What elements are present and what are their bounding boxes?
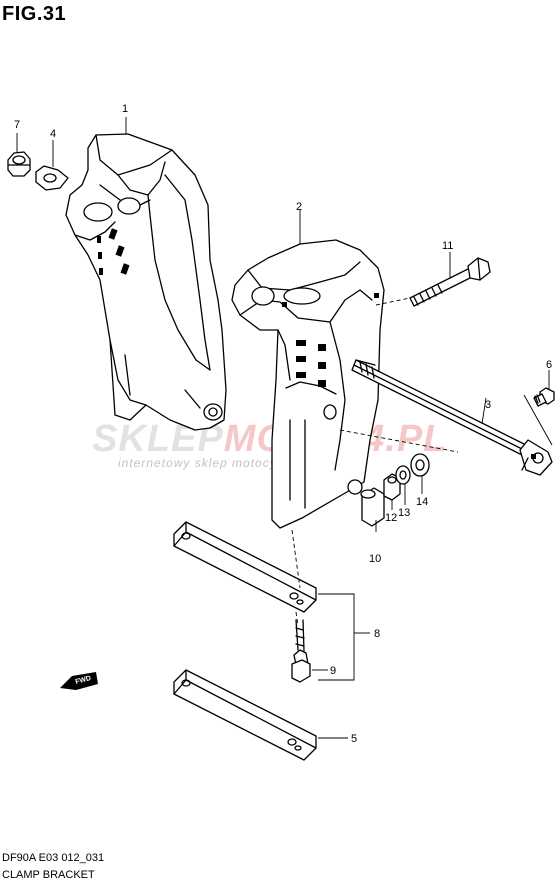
part-2-clamp-bracket-right[interactable] xyxy=(231,239,385,529)
fwd-direction-arrow: FWD xyxy=(60,672,98,690)
callout-2: 2 xyxy=(296,201,302,213)
callout-7: 7 xyxy=(14,119,20,131)
footer-model-code: DF90A E03 012_031 xyxy=(2,852,105,864)
callout-13: 13 xyxy=(398,507,410,519)
callout-12: 12 xyxy=(385,512,397,524)
footer-part-name: CLAMP BRACKET xyxy=(2,869,95,881)
part-14-washer[interactable] xyxy=(410,453,430,477)
part-3-tilt-tube[interactable] xyxy=(351,359,553,476)
watermark-subtitle: internetowy sklep motocyklowy xyxy=(118,456,312,470)
callout-10: 10 xyxy=(369,553,381,565)
fwd-label: FWD xyxy=(75,675,92,686)
part-9-screw[interactable] xyxy=(291,619,311,683)
part-1-clamp-bracket-left[interactable] xyxy=(65,133,227,431)
callout-11: 11 xyxy=(442,240,453,252)
callout-labels: 1 2 3 4 5 6 7 8 9 10 11 12 13 14 xyxy=(14,103,552,745)
leader-lines xyxy=(16,117,553,739)
callout-4: 4 xyxy=(50,128,56,140)
callout-6: 6 xyxy=(546,359,552,371)
part-5-plate-lower[interactable] xyxy=(173,669,317,761)
callout-14: 14 xyxy=(416,496,428,508)
part-12-bushing[interactable] xyxy=(383,473,401,501)
part-4-plate[interactable] xyxy=(35,165,69,191)
callout-8: 8 xyxy=(374,628,380,640)
part-8-plate-upper[interactable] xyxy=(173,521,317,613)
callout-3: 3 xyxy=(485,399,491,411)
part-10-bushing[interactable] xyxy=(360,487,385,527)
callout-5: 5 xyxy=(351,733,357,745)
part-13-washer[interactable] xyxy=(395,465,411,485)
callout-9: 9 xyxy=(330,665,336,677)
part-6-bolt[interactable] xyxy=(533,387,555,407)
part-7-nut[interactable] xyxy=(7,151,31,177)
callout-1: 1 xyxy=(122,103,128,115)
figure-title: FIG.31 xyxy=(2,3,67,25)
